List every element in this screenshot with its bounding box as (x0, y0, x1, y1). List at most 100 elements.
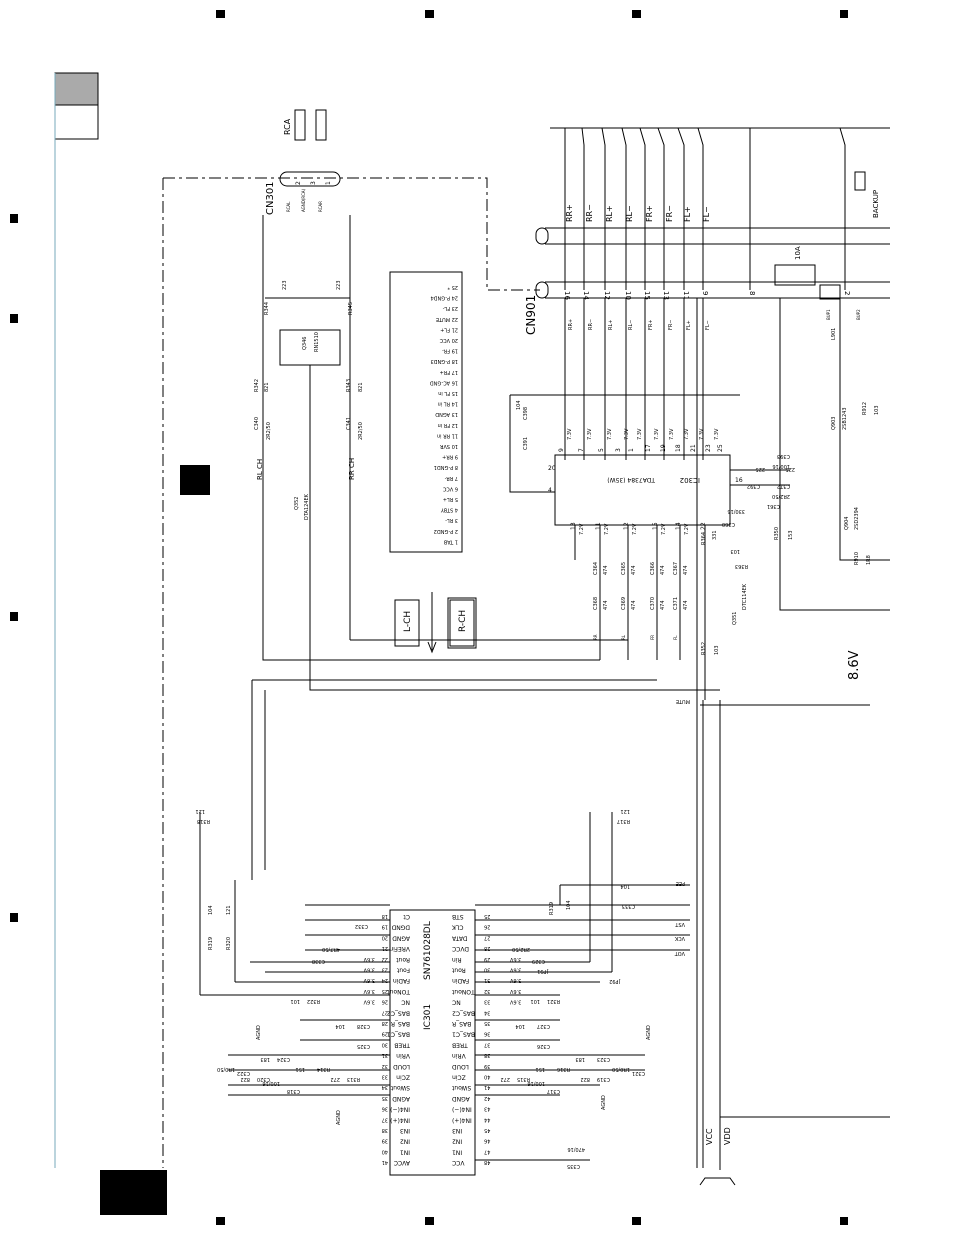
ic302-name: IC302 (680, 476, 700, 484)
q903-part: 2SB1243 (842, 407, 848, 430)
ic301-left-pin: IN4(+) (390, 1116, 410, 1123)
pin-table-row: 10 SVR (439, 443, 458, 449)
q352-label: Q352 (294, 497, 300, 510)
cap-value: 474 (631, 600, 637, 610)
ic301-left-pin: IN3 (400, 1127, 410, 1134)
r317-value: 121 (620, 808, 630, 814)
c333-label: C333 (622, 903, 635, 909)
cap-label: C369 (621, 597, 627, 610)
ic301-pin-volt: 3.6V (509, 999, 521, 1005)
pin-table-row: 12 FR in (438, 422, 458, 428)
cap-label: C370 (650, 597, 656, 610)
c319-label: C319 (597, 1076, 610, 1082)
ic301-left-num: 34 (382, 1084, 388, 1090)
ic301-right-pin: VRin (452, 1052, 466, 1059)
jp91-label: JP91 (537, 968, 549, 974)
ic301-right-pin: ZCin (452, 1074, 466, 1081)
ic301-left-num: 24 (382, 977, 388, 983)
cn901-pin: 11 (682, 291, 690, 300)
ic301-right-num: 44 (484, 1116, 490, 1122)
r320-label: R320 (226, 937, 232, 950)
pin-table-row: 9 RR+ (442, 454, 458, 460)
ic301-right-pin: BAS_C2 (452, 1009, 475, 1016)
ic301-right-pin: IN2 (452, 1138, 462, 1145)
pin-table-row: 4 STBY (440, 507, 458, 513)
cn901-top-label: FR− (665, 205, 674, 222)
rr-ch-label: RR CH (348, 458, 356, 480)
ic301-right-pin: BAS_R (452, 1020, 471, 1027)
c372-label: C372 (777, 483, 790, 489)
ic301-right-num: 42 (484, 1095, 490, 1101)
c338-label: C338 (312, 958, 325, 964)
l-ch-box: L-CH (403, 611, 413, 632)
r363-value: 103 (730, 548, 740, 554)
c398-label: C398 (523, 407, 529, 420)
cn901-pin: 8 (748, 291, 756, 295)
cn301-net: AGND(RCA) (301, 188, 306, 212)
ic301-right-pin: AGND (452, 1095, 470, 1102)
ic301-left-pin: LOUD (393, 1063, 410, 1070)
r319-label: R319 (549, 902, 555, 915)
rca-label: RCA (283, 118, 292, 135)
cn901-pin: 2 (843, 291, 851, 295)
ic301-right-num: 35 (484, 1020, 490, 1026)
cn901-pin: 9 (701, 291, 709, 295)
c361-label: C361 (767, 503, 780, 509)
ic301-right-num: 39 (484, 1063, 490, 1069)
r910-value: 1R8 (866, 555, 872, 565)
ic302-top-pin: 9 (558, 448, 565, 452)
cn901-net: RR− (588, 319, 594, 330)
ic302-part: TDA7384 (35W) (607, 476, 656, 483)
pin-table-row: 1 TAB (443, 538, 458, 544)
pin-table-row: 19 FR- (442, 348, 458, 354)
ic301-left-pin: FADin (393, 977, 410, 984)
index-tab (54, 104, 99, 140)
ic302-top-pin: 23 (705, 444, 712, 452)
ic301-right-num: 48 (484, 1159, 490, 1165)
r319-label: R319 (208, 937, 214, 950)
ic302-top-pin: 3 (615, 448, 622, 452)
ic302-top-pin: 19 (660, 444, 667, 452)
cn901-top-label: FL+ (683, 206, 692, 222)
pin-table-row: 2 P-GND2 (434, 528, 458, 534)
ic301-right-pin: IN3 (452, 1127, 462, 1134)
index-tab-shaded (54, 72, 99, 106)
l901-label: L901 (831, 328, 837, 340)
pin-table-row: 8 P-GND1 (434, 464, 458, 470)
ic302-top-pin: 21 (690, 444, 697, 452)
r350-label: R350 (774, 527, 780, 540)
r344-value: 223 (282, 280, 288, 290)
c361-value: 2R2/50 (772, 493, 790, 499)
ic302-bottom-rail: 7.2V (632, 523, 638, 535)
ic302-bottom-rail: 7.2V (604, 523, 610, 535)
cn901-net: FL+ (686, 320, 692, 330)
ic301-left-num: 28 (382, 1020, 388, 1026)
cap-1r0-label: 1R0/50 (612, 1066, 630, 1072)
ic301-left-num: 29 (382, 1031, 388, 1037)
ic301-right-pin: LOUD (452, 1063, 469, 1070)
ic301-right-pin: IN4(+) (452, 1116, 472, 1123)
q346-label: Q346 (302, 337, 308, 350)
ic301-right-pin: SWout (451, 1084, 471, 1091)
cn901-net: RL− (628, 320, 634, 330)
ic301-pin-volt: 3.6V (509, 977, 521, 983)
cap-label: C366 (650, 562, 656, 575)
ic301-left-num: 23 (382, 967, 388, 973)
vcc-label: VCC (705, 1128, 714, 1145)
ic301-left-num: 36 (382, 1106, 388, 1112)
cn901-pin: 10 (624, 291, 632, 300)
c341-label: C341 (346, 417, 352, 430)
agnd-label: AGND (601, 1095, 607, 1110)
q346-part: RN1510 (314, 332, 320, 352)
ic301-right-num: 38 (484, 1052, 490, 1058)
cap-net: RL (621, 634, 626, 640)
ic302-bottom-pin: 14 (675, 522, 682, 530)
r364-value: 331 (712, 530, 718, 540)
ic301-pin-volt: 3.6V (509, 956, 521, 962)
bus-net-label: VOT (674, 950, 685, 956)
r364-label: R364 (701, 532, 707, 545)
ic301-right-num: 36 (484, 1031, 490, 1037)
ic301-pin-volt: 3.6V (363, 967, 375, 973)
cn901-top-label: RR− (585, 204, 594, 222)
